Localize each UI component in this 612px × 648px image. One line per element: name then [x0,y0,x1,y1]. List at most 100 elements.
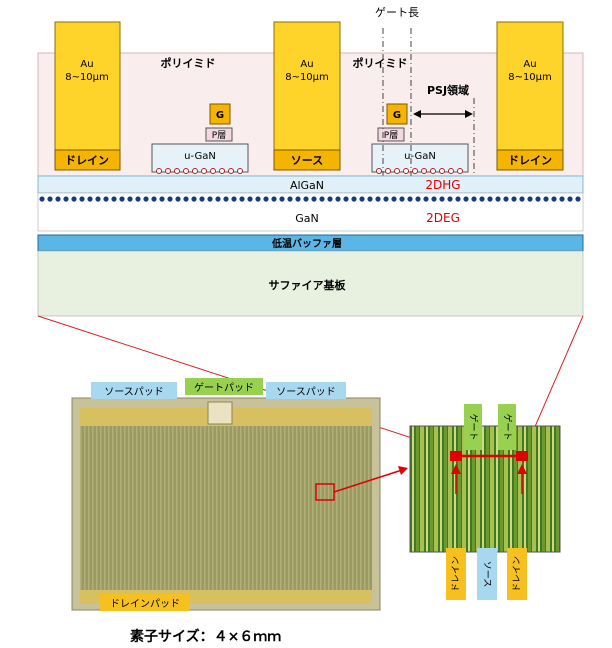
zoom-image [409,425,561,553]
au-left-line2: 8~10μm [65,72,109,83]
2dhg-hole [403,168,409,174]
2deg-electron [431,196,437,202]
2deg-electron [231,196,237,202]
2deg-electron [119,196,125,202]
2deg-electron [439,196,445,202]
2dhg-holes [156,168,463,174]
drain-pad-label: ドレインパッド [110,598,180,610]
2deg-electron [103,196,109,202]
cross-section: Au 8~10μm Au 8~10μm Au 8~10μm ポリイミド ポリイミ… [37,6,584,317]
drain-label-left: ドレイン [65,154,109,167]
2deg-electron [567,196,573,202]
psj-label: PSJ領域 [427,83,469,97]
psj-arrowhead-left [413,110,421,118]
2dhg-hole [448,168,454,174]
buffer-label: 低温バッファ層 [271,237,342,250]
2deg-electron [447,196,453,202]
2deg-electron [223,196,229,202]
2deg-electron [175,196,181,202]
2deg-electron [135,196,141,202]
2dhg-hole [237,168,243,174]
chip-active-area [80,426,372,590]
2dhg-hole [394,168,400,174]
2dhg-hole [430,168,436,174]
au-left-line1: Au [80,59,93,70]
2deg-electron [79,196,85,202]
2deg-electron [455,196,461,202]
2deg-electron [95,196,101,202]
deg-label: 2DEG [426,211,460,225]
zoom-drain-tag-a [446,548,466,600]
sapphire-label: サファイア基板 [269,278,347,292]
2dhg-hole [210,168,216,174]
chip-gate-pad [207,401,233,425]
drain-label-right: ドレイン [508,154,552,167]
p-layer-left [205,127,233,142]
au-pad-right [496,21,564,151]
2deg-electron [487,196,493,202]
au-center-line1: Au [300,59,313,70]
zoom-arrowhead-a [451,464,461,474]
source-pad-right-tag [266,382,346,399]
2dhg-hole [376,168,382,174]
2deg-electron [503,196,509,202]
2deg-electron [543,196,549,202]
2dhg-hole [421,168,427,174]
source-pad-left-tag [91,382,177,399]
source-electrode [273,149,341,171]
drain-electrode-right [496,149,564,171]
2deg-electron [511,196,517,202]
chip-photo: ソースパッド ゲートパッド ソースパッド ドレインパッド 素子サイズ：４×６ｍｍ [71,378,408,645]
2dhg-hole [439,168,445,174]
2deg-electron [111,196,117,202]
p-layer-right [377,127,405,142]
2deg-electron [295,196,301,202]
2deg-electron [255,196,261,202]
algan-label: AlGaN [290,179,324,192]
device-size-label: 素子サイズ：４×６ｍｍ [130,628,281,645]
zoom-source-label: ソース [482,561,492,588]
2deg-electron [319,196,325,202]
au-right-line2: 8~10μm [508,72,552,83]
source-pad-right-label: ソースパッド [276,386,336,398]
zoom-gate-marker-a [450,451,462,461]
au-center-line2: 8~10μm [285,72,329,83]
2deg-electron [535,196,541,202]
2dhg-hole [201,168,207,174]
gate-pad-tag [185,378,263,395]
2deg-electron [47,196,53,202]
2deg-electron [383,196,389,202]
2deg-electron [303,196,309,202]
2deg-electron [199,196,205,202]
2deg-electron [271,196,277,202]
source-pad-left-label: ソースパッド [104,386,164,398]
2deg-electron [159,196,165,202]
ugan-label-right: u-GaN [404,151,436,162]
zoom-drain-tag-b [507,548,527,600]
2deg-electron [127,196,133,202]
2deg-electron [375,196,381,202]
zoom-gate-label-b: ゲート [502,413,514,440]
2dhg-hole [192,168,198,174]
p-layer-label-left: P層 [212,130,226,141]
2deg-electron [63,196,69,202]
2deg-electron [207,196,213,202]
zoom-drain-label-a: ドレイン [452,556,462,592]
2deg-electron [327,196,333,202]
2dhg-hole [457,168,463,174]
2deg-electron [311,196,317,202]
2dhg-hole [219,168,225,174]
gan-label: GaN [295,212,319,225]
gate-label-left: G [216,110,224,121]
zoom-arrow [333,469,403,493]
2deg-electron [143,196,149,202]
2deg-electron [407,196,413,202]
au-right-line1: Au [523,59,536,70]
dhg-label: 2DHG [425,178,460,192]
au-pad-center [273,21,341,151]
2deg-electron [167,196,173,202]
2dhg-hole [228,168,234,174]
source-label: ソース [291,154,323,167]
2deg-electron [559,196,565,202]
